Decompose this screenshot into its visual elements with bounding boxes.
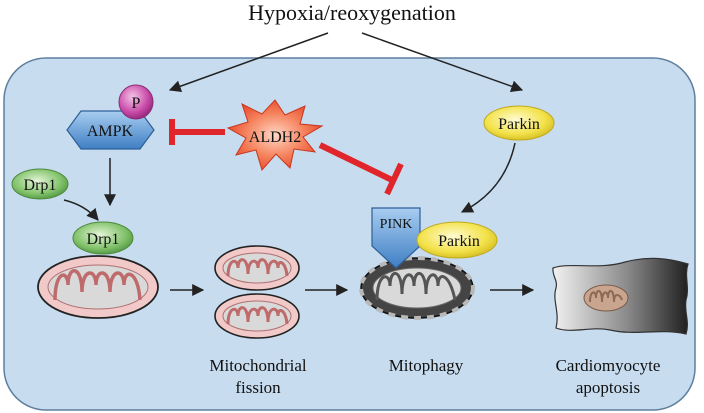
inhibit-bar-pink — [384, 162, 404, 196]
aldh2-node — [226, 99, 324, 172]
parkin-bound-label: Parkin — [438, 233, 480, 250]
arrow-parkin-to-mitophagy — [460, 142, 516, 213]
cardiomyocyte — [552, 257, 689, 335]
cell-background — [3, 57, 696, 411]
arrow-drp1-translocation — [63, 199, 99, 221]
drp1-bound-node — [72, 221, 134, 255]
caption-apoptosis-line1: Cardiomyocyte — [556, 356, 661, 375]
caption-apoptosis-line2: apoptosis — [576, 378, 640, 397]
caption-fission-line1: Mitochondrial — [209, 356, 307, 375]
mitochondrion-fission-bottom — [214, 293, 300, 339]
drp1-cytosol-node — [11, 168, 69, 200]
drp1-bound-label: Drp1 — [87, 231, 120, 248]
aldh2-label: ALDH2 — [249, 129, 301, 146]
parkin-bound-node — [416, 221, 498, 259]
inhibit-aldh2-pink — [318, 142, 394, 183]
arrow-title-to-parkin — [361, 32, 524, 93]
ampk-node — [66, 110, 155, 150]
mitochondrion-mitophagy — [359, 256, 475, 320]
phosphate-badge — [118, 84, 154, 120]
ampk-label: AMPK — [87, 123, 134, 140]
pink-node — [371, 207, 421, 269]
parkin-top-node — [483, 105, 555, 141]
parkin-top-label: Parkin — [498, 116, 540, 133]
diagram-title: Hypoxia/reoxygenation — [248, 0, 456, 25]
caption-fission-line2: fission — [235, 378, 281, 397]
mitochondrion-fission-top — [214, 245, 300, 291]
pink-label: PINK — [380, 217, 413, 232]
phosphate-label: P — [132, 95, 141, 112]
mitochondrion-intact — [37, 255, 159, 319]
drp1-cytosol-label: Drp1 — [24, 177, 57, 194]
arrow-title-to-ampk — [168, 32, 329, 92]
caption-mitophagy: Mitophagy — [389, 356, 464, 375]
